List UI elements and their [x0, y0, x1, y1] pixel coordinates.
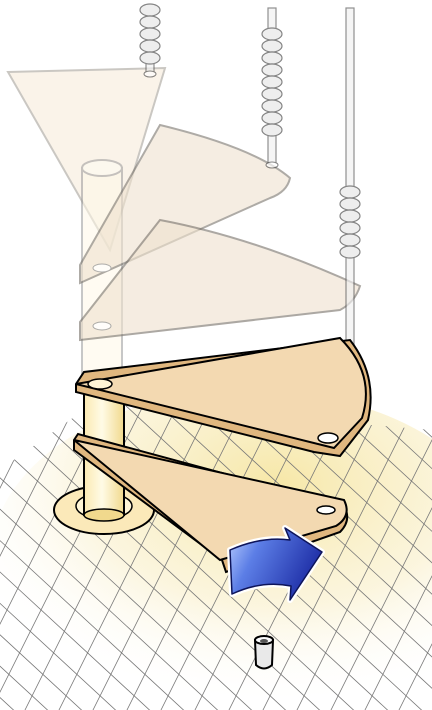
tread-hole — [318, 433, 338, 443]
tread-hole — [88, 379, 112, 389]
baluster — [262, 8, 282, 168]
floor-anchor-bolt — [255, 636, 273, 669]
baluster — [140, 4, 160, 77]
tread-hole — [317, 506, 335, 514]
